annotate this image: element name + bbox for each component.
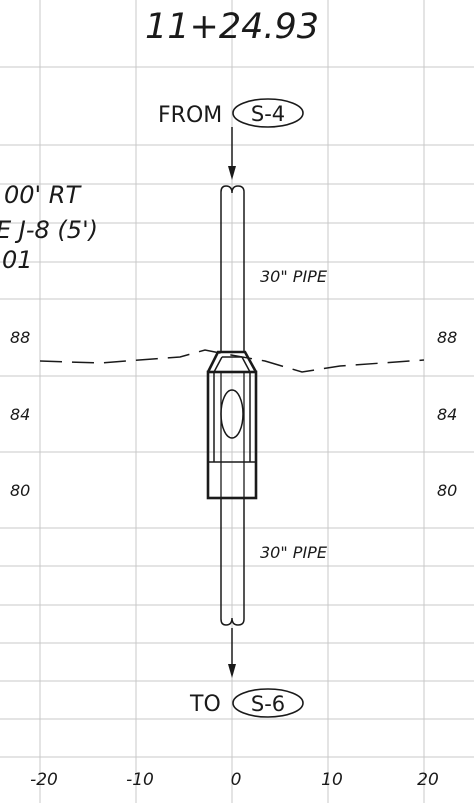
elevation-tick-label: 80 [10, 481, 30, 500]
inflow-label: FROM S-4 [158, 98, 304, 128]
lower-pipe-label: 30" PIPE [260, 543, 328, 562]
elevation-axis-left: 88 84 80 [10, 328, 30, 500]
side-note-offset: 00' RT [4, 181, 82, 209]
grid-vertical-lines [39, 0, 425, 803]
side-note-structure-type: E J-8 (5') [0, 216, 98, 244]
lower-pipe [220, 498, 245, 626]
inlet-structure [206, 350, 258, 500]
upper-pipe-label: 30" PIPE [260, 267, 328, 286]
inflow-arrow [228, 127, 236, 180]
elevation-tick-label: 80 [437, 481, 457, 500]
station-label: 11+24.93 [145, 7, 319, 47]
elevation-tick-label: 88 [10, 328, 30, 347]
outflow-arrow [228, 628, 236, 678]
inflow-structure-ellipse [232, 98, 304, 128]
offset-tick-label: -10 [126, 770, 154, 790]
elevation-tick-label: 84 [437, 405, 457, 424]
grid-horizontal-lines [0, 66, 474, 758]
outflow-prefix: TO [189, 692, 221, 717]
elevation-tick-label: 84 [10, 405, 30, 424]
outflow-structure-id: S-6 [251, 692, 285, 716]
inflow-structure-id: S-4 [251, 102, 285, 126]
offset-tick-label: -20 [30, 770, 58, 790]
inflow-prefix: FROM [158, 103, 222, 128]
elevation-tick-label: 88 [437, 328, 457, 347]
outflow-structure-ellipse [232, 688, 304, 718]
outflow-label: TO S-6 [189, 688, 304, 718]
elevation-axis-right: 88 84 80 [437, 328, 457, 500]
pipe-opening-ellipse [220, 389, 244, 439]
side-note-extra: 01 [2, 246, 33, 274]
upper-pipe [220, 185, 245, 352]
offset-axis: -20 -10 0 10 20 [30, 770, 439, 790]
offset-tick-label: 20 [417, 770, 439, 790]
offset-tick-label: 10 [321, 770, 343, 790]
offset-tick-label: 0 [231, 770, 242, 790]
